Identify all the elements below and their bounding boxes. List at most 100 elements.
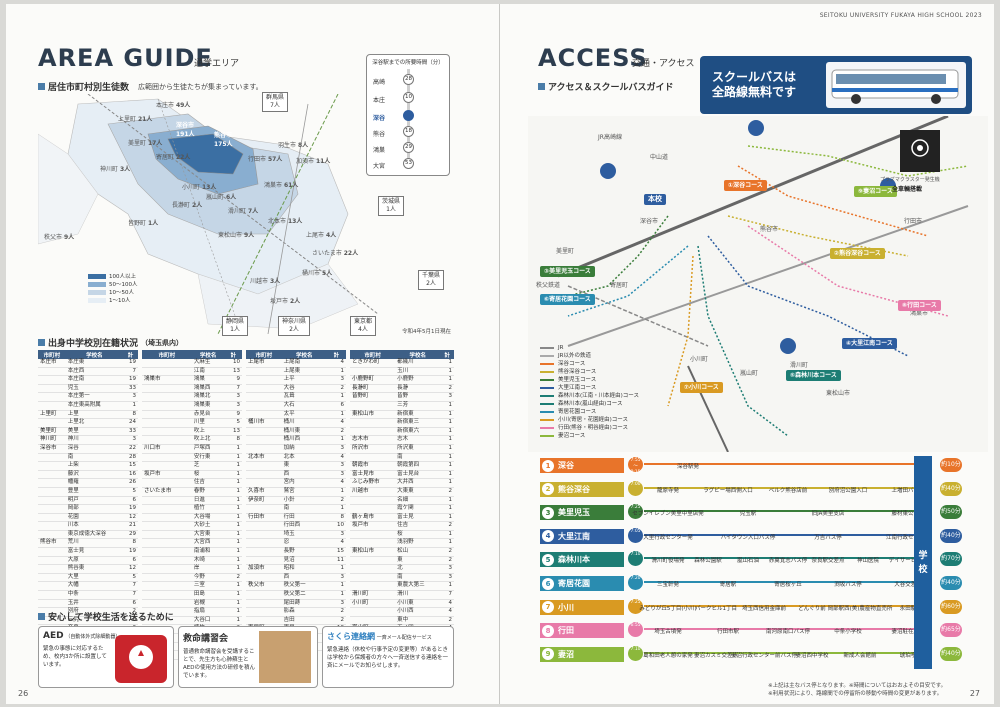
municipality-cell: [246, 547, 282, 557]
route-line: [644, 533, 926, 536]
course-tag-fukaya[interactable]: ①深谷コース: [724, 180, 767, 191]
rescue-photo: [259, 631, 311, 683]
municipality-cell: [142, 616, 192, 626]
municipality-cell: [38, 556, 66, 566]
municipality-cell: [142, 367, 192, 377]
municipality-cell: [350, 504, 396, 514]
course-tag-osato-konan[interactable]: ④大里江南コース: [842, 338, 897, 349]
municipality-cell: [350, 538, 396, 549]
school-cell: 名細: [395, 496, 441, 506]
route-number: 7: [542, 601, 554, 614]
count-cell: 13: [224, 427, 242, 437]
count-cell: 1: [326, 504, 346, 514]
school-cell: 北本: [281, 453, 327, 463]
travel-minutes-badge: 約10分: [940, 458, 962, 472]
map-label-misato: 美里町 17人: [128, 140, 163, 147]
route-line: [644, 486, 926, 489]
course-tag-ogawa[interactable]: ⑦小川コース: [680, 382, 723, 393]
course-tag-yorii-hanazono[interactable]: ⑥寄居花園コース: [540, 294, 595, 305]
school-cell: 大谷場: [191, 513, 225, 523]
bus-banner-text: スクールバスは 全路線無料です: [712, 70, 796, 100]
school-cell: 豊里: [65, 487, 124, 497]
school-cell: 東農大第三: [395, 581, 441, 592]
bus-stop: 渕坂バス停: [834, 582, 862, 588]
bus-stop: みどりが丘5丁目(小川): [639, 605, 697, 612]
course-tag-shinrin-kawamoto[interactable]: ⑤森林川本コース: [786, 370, 841, 381]
bus-stop: 別府沼公園入口: [828, 487, 868, 494]
municipality-cell: [38, 521, 66, 531]
municipality-cell: [246, 367, 282, 377]
school-cell: 大原: [65, 556, 124, 566]
school-cell: 大幡: [65, 581, 124, 592]
municipality-cell: [38, 401, 66, 411]
bus-stop: 行田市駅: [716, 629, 740, 636]
map-label-kazo: 加須市 11人: [296, 158, 331, 165]
time-takasaki: 28: [403, 74, 414, 85]
municipality-cell: [38, 513, 66, 523]
municipality-cell: [38, 616, 66, 626]
count-cell: 2: [326, 384, 346, 394]
school-cell: 岡部: [65, 504, 124, 514]
course-tag-menuma[interactable]: ⑨妻沼コース: [854, 186, 897, 197]
school-cell: 本庄第一: [65, 392, 124, 402]
municipality-cell: 伊奈町: [246, 496, 282, 506]
course-tag-kumagaya-fukaya[interactable]: ②熊谷深谷コース: [830, 248, 885, 259]
course-tag-gyoda[interactable]: ⑧行田コース: [898, 300, 941, 311]
count-cell: 29: [123, 530, 138, 540]
mail-subtitle: 一斉メール配信サービス: [376, 635, 432, 641]
count-cell: 6: [123, 599, 138, 609]
municipality-cell: [38, 392, 66, 402]
school-cell: 桶川西: [281, 435, 327, 445]
course-tag-misato-kodama[interactable]: ③美里児玉コース: [540, 266, 595, 277]
count-cell: 3: [440, 392, 454, 402]
municipality-cell: [38, 590, 66, 600]
map-label-ranzan: 嵐山町 6人: [206, 194, 237, 201]
count-cell: 3: [326, 470, 346, 480]
route-number: 2: [542, 483, 554, 496]
count-cell: 1: [440, 410, 454, 420]
municipality-cell: [38, 581, 66, 592]
map-label-honjo: 本庄市 49人: [156, 102, 191, 109]
municipality-cell: [142, 435, 192, 445]
municipality-cell: [350, 607, 396, 617]
municipality-cell: [38, 461, 66, 471]
route-name: 妻沼: [558, 649, 574, 659]
bus-stop: セブンイレブン美里中里店発: [632, 511, 704, 518]
route-number: 3: [542, 506, 554, 519]
school-cell: 見沼: [281, 556, 327, 566]
departure-time: 7:25: [628, 504, 643, 520]
school-cell: 上柴: [65, 461, 124, 471]
residence-section-heading: 居住市町村別生徒数 広範囲から生徒たちが集まっています。: [38, 80, 263, 93]
route-line: [644, 628, 926, 631]
school-cell: 明戸: [65, 496, 124, 506]
bus-stop: 旧JA美里支店: [811, 511, 845, 518]
count-cell: 1: [224, 504, 242, 514]
municipality-cell: [246, 410, 282, 420]
count-cell: 1: [224, 521, 242, 531]
school-cell: 忍: [281, 538, 327, 549]
